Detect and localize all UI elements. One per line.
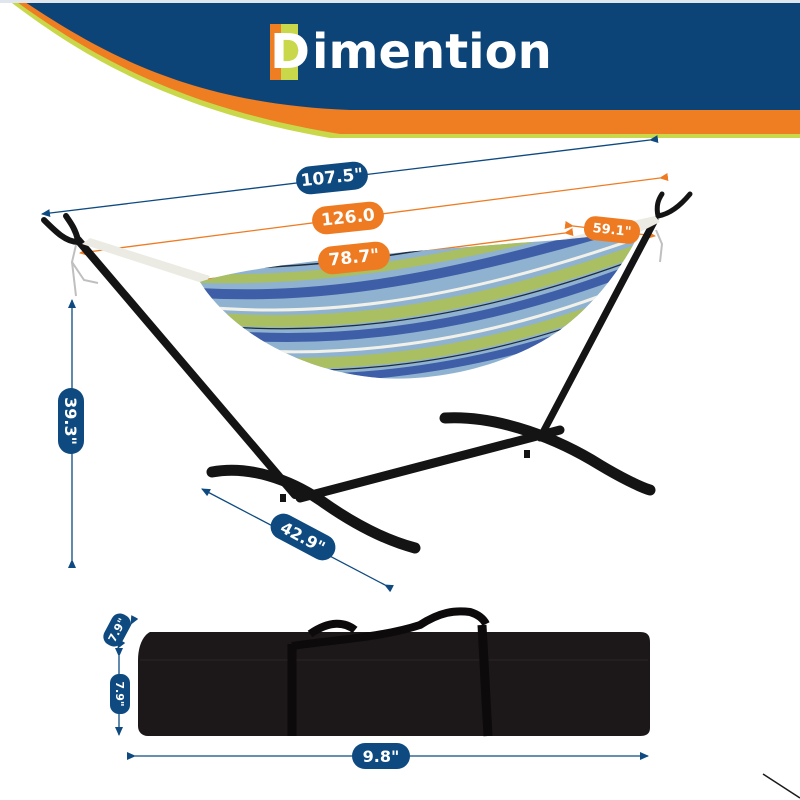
title-initial: D <box>270 24 310 80</box>
hanging-hardware <box>70 229 664 297</box>
corner-mark <box>762 773 800 799</box>
title-text: imention <box>312 24 552 80</box>
title-initial-badge: D <box>270 24 310 80</box>
carry-bag <box>138 607 650 737</box>
bag-height-label: 7.9" <box>110 674 130 714</box>
height-label: 39.3" <box>58 388 84 454</box>
bag-length-label: 9.8" <box>352 743 410 769</box>
page-title: D imention <box>270 24 552 80</box>
header-banner <box>0 0 800 138</box>
